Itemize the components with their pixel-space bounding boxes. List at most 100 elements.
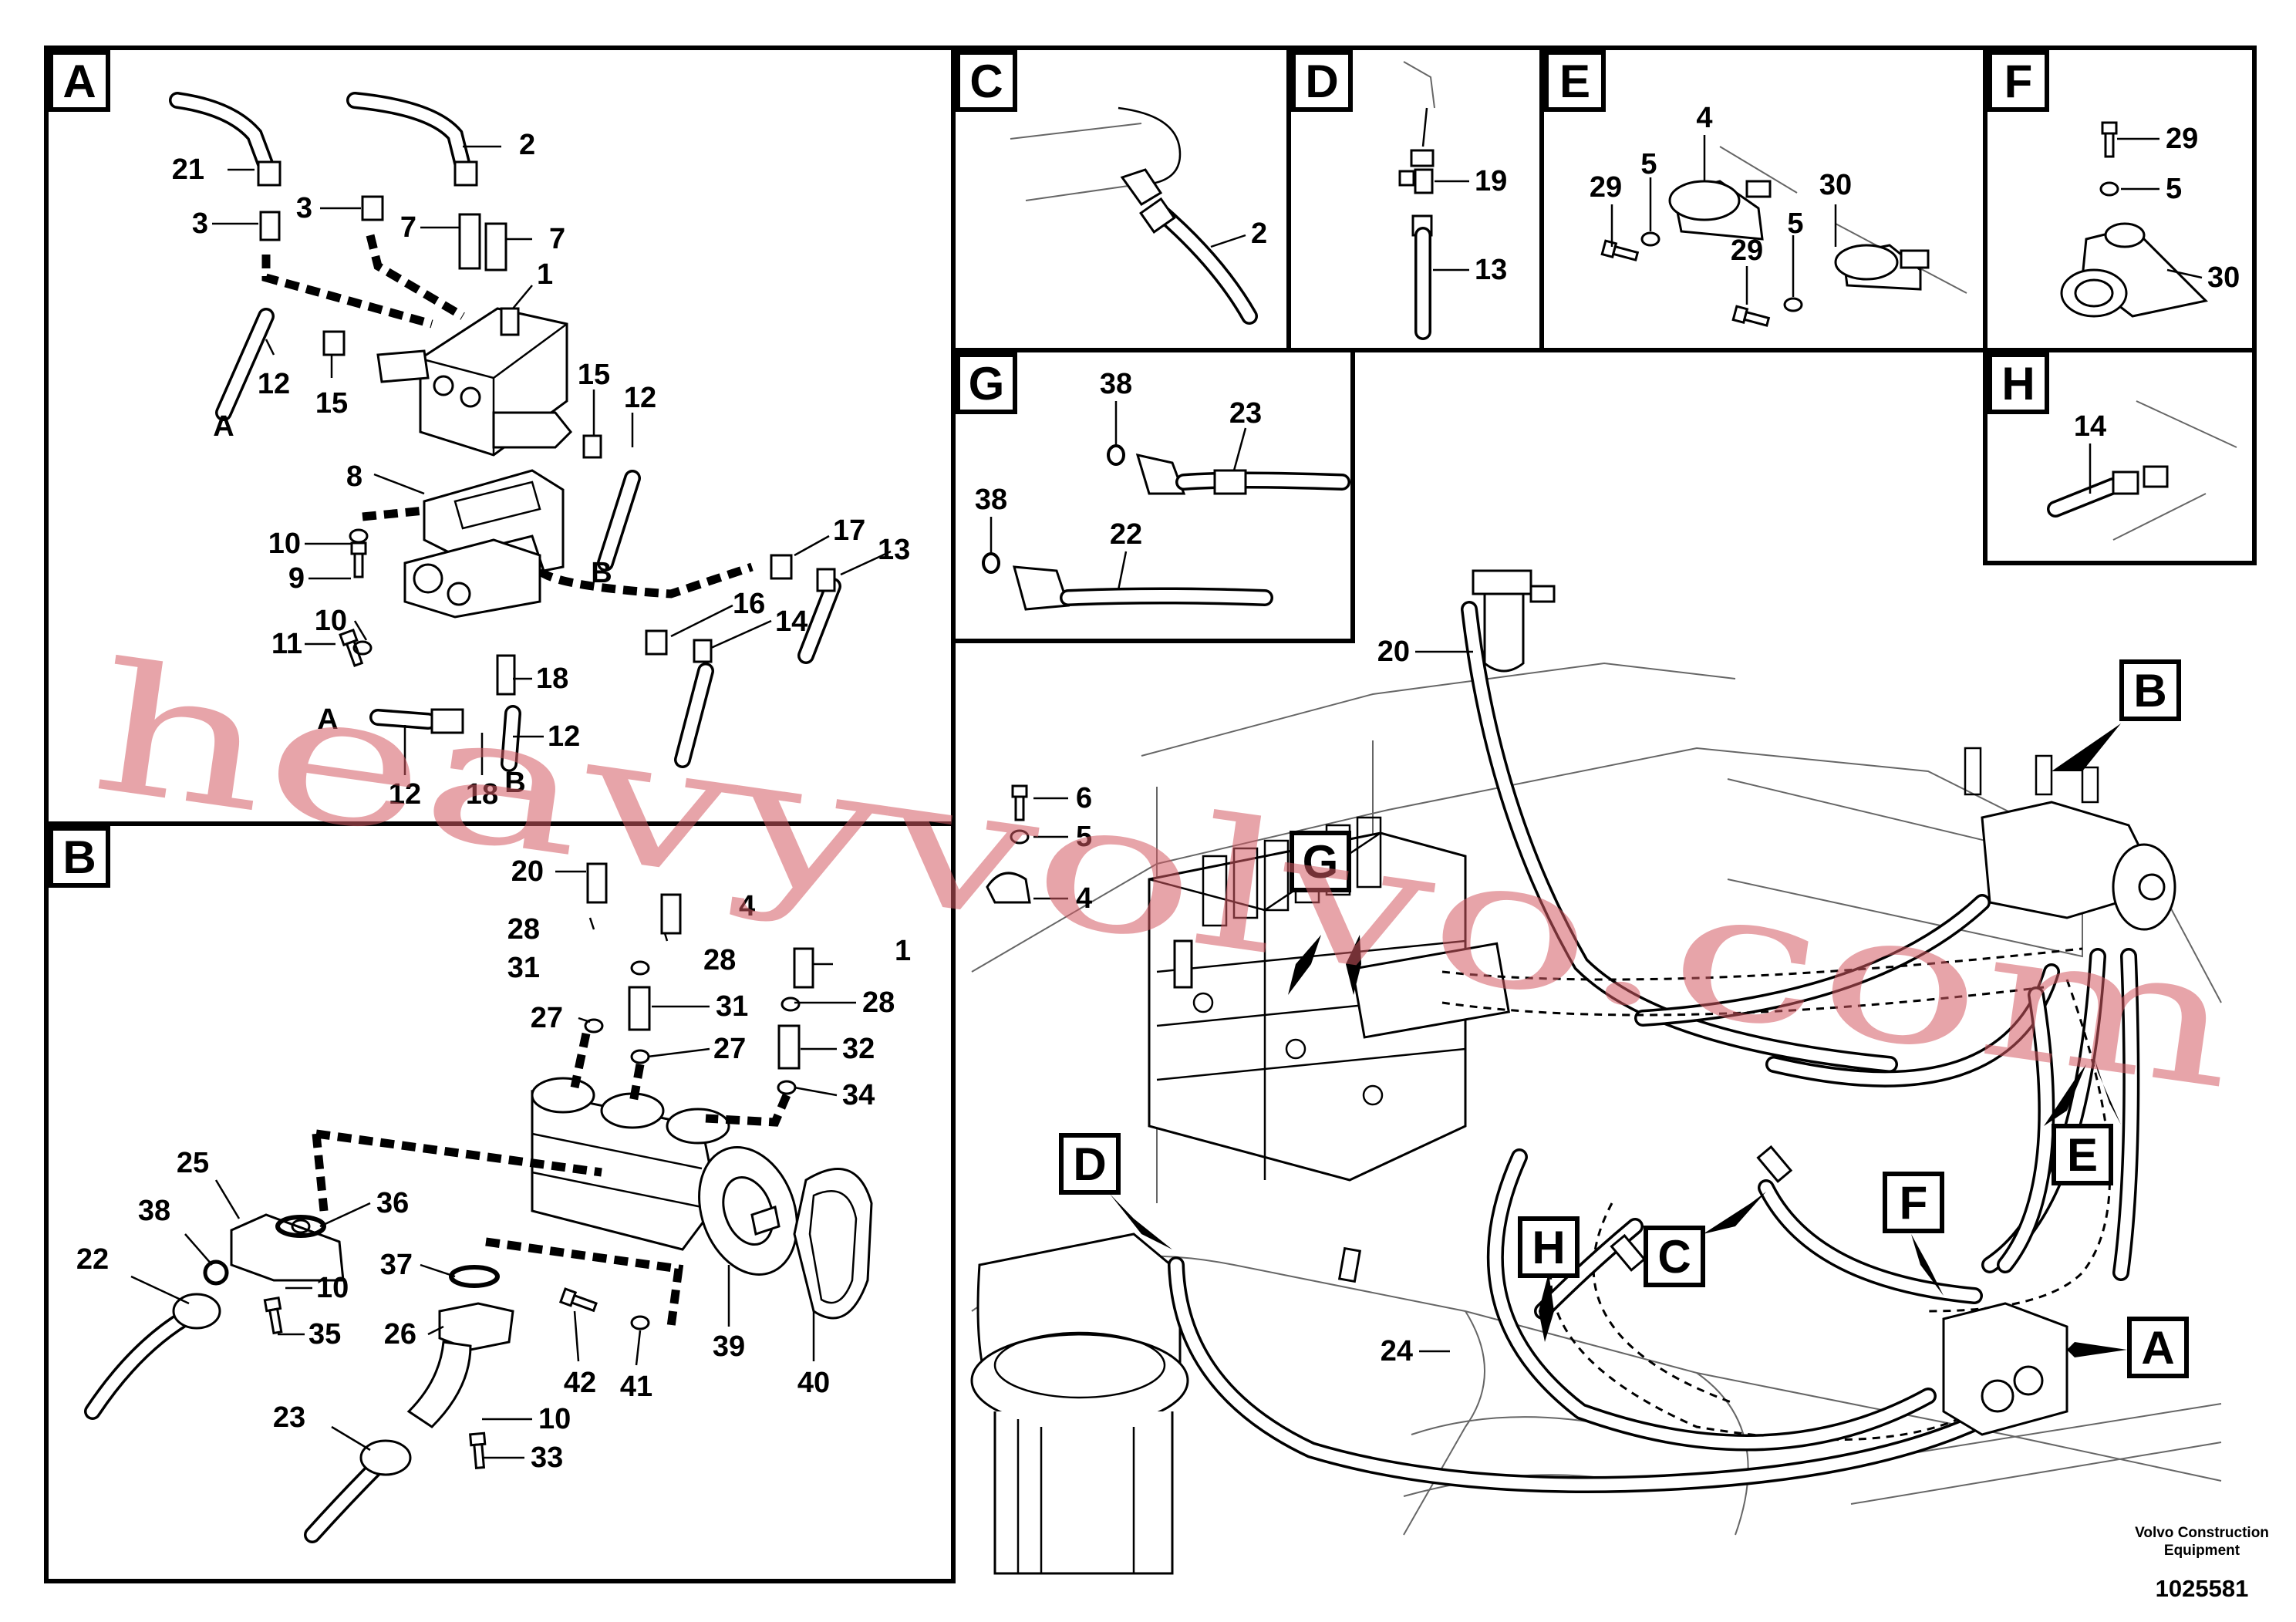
label-13: 13 (1475, 254, 1507, 286)
overview-label-20: 20 (1377, 636, 1410, 668)
label-11: 11 (271, 628, 302, 660)
caption-line-2: Equipment (2164, 1543, 2240, 1559)
label-18: 18 (536, 663, 568, 695)
label-1: 1 (537, 258, 553, 291)
label-10: 10 (538, 1403, 571, 1435)
label-26: 26 (384, 1318, 416, 1351)
label-22: 22 (76, 1243, 109, 1276)
callout-g-letter: G (1303, 836, 1339, 888)
callout-b: B (2122, 662, 2179, 719)
overview-label-24: 24 (1381, 1335, 1413, 1367)
callout-b-letter: B (2133, 665, 2166, 717)
panel-g-letter: G (969, 358, 1005, 410)
label-30: 30 (2207, 261, 2240, 294)
label-41: 41 (620, 1371, 652, 1403)
overview-drawing: 20 6 5 4 24 (970, 569, 2222, 1575)
panel-c-letter: C (969, 56, 1003, 107)
label-36: 36 (376, 1187, 409, 1219)
panel-d-letter-box: D (1293, 52, 1350, 110)
label-15: 15 (315, 387, 348, 420)
callout-h: H (1520, 1219, 1577, 1276)
label-3: 3 (192, 207, 208, 240)
label-35: 35 (308, 1318, 341, 1351)
panel-c: C 2 (958, 52, 1267, 325)
panel-e: E 4 5 29 30 29 5 (1546, 52, 1967, 330)
label-19: 19 (1475, 165, 1507, 197)
label-7: 7 (549, 223, 565, 255)
label-5: 5 (1640, 148, 1657, 180)
label-28: 28 (862, 986, 895, 1019)
panel-e-letter: E (1559, 56, 1590, 107)
label-7: 7 (400, 211, 416, 244)
label-39: 39 (713, 1330, 745, 1363)
label-a-end: A (317, 703, 338, 736)
label-40: 40 (797, 1367, 830, 1399)
label-1: 1 (895, 935, 911, 967)
label-21: 21 (172, 153, 204, 186)
panel-g-letter-box: G (958, 355, 1015, 412)
label-14: 14 (2074, 410, 2106, 443)
label-b-end: B (591, 557, 612, 589)
label-8: 8 (346, 460, 362, 493)
label-42: 42 (564, 1367, 596, 1399)
drawing-number: 1025581 (2156, 1575, 2249, 1602)
panel-h-letter: H (2001, 358, 2035, 410)
panel-h-letter-box: H (1990, 355, 2047, 412)
label-3: 3 (296, 192, 312, 224)
label-29: 29 (2166, 123, 2198, 155)
panel-b-letter: B (62, 831, 96, 883)
callout-h-letter: H (1532, 1222, 1565, 1273)
callout-f-letter: F (1900, 1177, 1928, 1229)
panel-f: F 29 5 30 (1990, 52, 2240, 318)
label-30: 30 (1819, 169, 1852, 201)
label-33: 33 (531, 1442, 563, 1474)
label-5: 5 (1787, 207, 1803, 240)
label-12: 12 (548, 720, 580, 753)
label-2: 2 (519, 129, 535, 161)
label-10: 10 (316, 1272, 349, 1304)
panel-d: D 19 13 (1293, 52, 1507, 340)
panel-b-letter-box: B (51, 828, 108, 885)
label-13: 13 (878, 534, 910, 566)
label-25: 25 (177, 1147, 209, 1179)
panel-a-letter-box: A (51, 52, 108, 110)
label-28: 28 (703, 944, 736, 976)
callout-d: D (1061, 1135, 1118, 1192)
label-18: 18 (466, 778, 498, 811)
panel-f-letter-box: F (1990, 52, 2047, 110)
label-10: 10 (315, 605, 347, 637)
label-27: 27 (531, 1002, 563, 1034)
caption-line-1: Volvo Construction (2135, 1525, 2269, 1541)
callout-c-letter: C (1657, 1231, 1691, 1283)
label-14: 14 (775, 605, 807, 638)
panel-a-letter: A (62, 56, 96, 107)
label-12: 12 (389, 778, 421, 811)
callout-e: E (2054, 1126, 2111, 1183)
label-34: 34 (842, 1079, 875, 1111)
label-10: 10 (268, 528, 301, 560)
callout-g: G (1292, 833, 1349, 890)
label-31: 31 (716, 990, 748, 1023)
label-5: 5 (2166, 173, 2182, 205)
panel-frames (44, 46, 2257, 1583)
panel-a: A (51, 52, 910, 811)
label-29: 29 (1731, 234, 1763, 267)
label-12: 12 (258, 368, 290, 400)
label-27: 27 (713, 1033, 746, 1065)
panel-d-letter: D (1305, 56, 1338, 107)
label-4: 4 (739, 890, 755, 922)
label-2: 2 (1251, 218, 1267, 250)
label-22: 22 (1110, 518, 1142, 551)
panel-e-letter-box: E (1546, 52, 1603, 110)
label-37: 37 (380, 1249, 413, 1281)
label-31: 31 (507, 952, 540, 984)
label-17: 17 (833, 514, 865, 547)
overview-label-5: 5 (1076, 821, 1092, 853)
panel-g: G 38 23 38 22 (958, 355, 1350, 611)
label-23: 23 (273, 1401, 305, 1434)
overview-label-6: 6 (1076, 782, 1092, 814)
panel-h: H 14 (1990, 355, 2237, 541)
label-28: 28 (507, 913, 540, 946)
label-12: 12 (624, 382, 656, 414)
